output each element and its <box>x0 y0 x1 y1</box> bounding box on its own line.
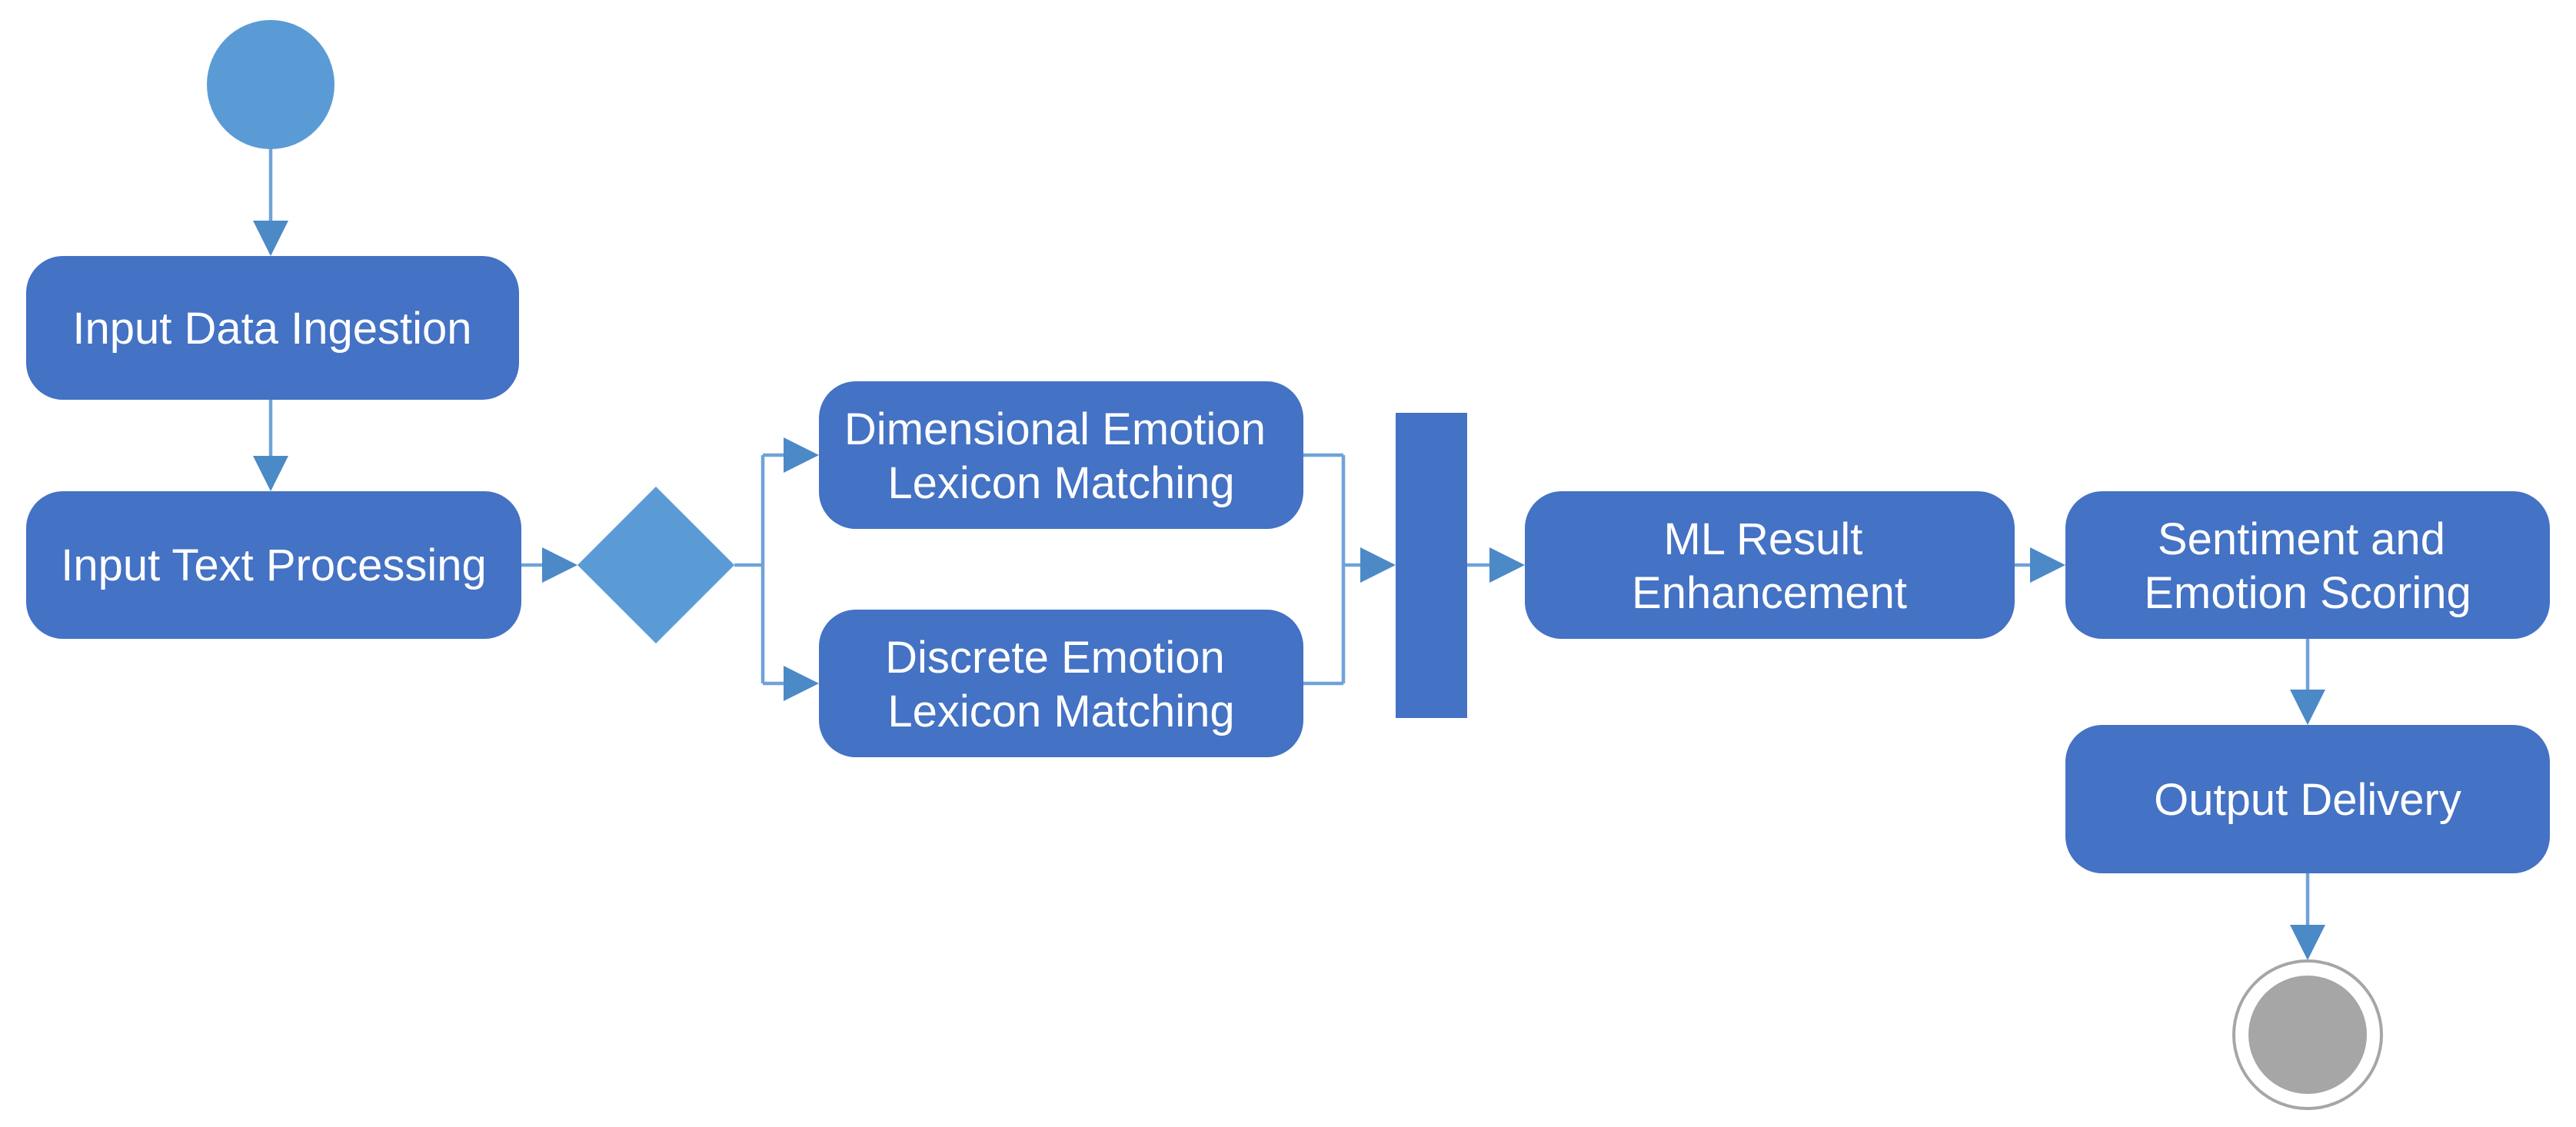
output-delivery-label: Output Delivery <box>2154 775 2461 825</box>
output-delivery-box <box>2065 725 2550 873</box>
dimensional-label-line2: Lexicon Matching <box>887 458 1234 508</box>
scoring-label-line2: Emotion Scoring <box>2144 568 2471 618</box>
arrowhead-into-ml <box>1489 547 1525 583</box>
scoring-label-line1: Sentiment and <box>2158 514 2445 564</box>
ml-result-label: ML Result Enhancement <box>1632 514 1907 618</box>
node-discrete-emotion-lexicon-matching: Discrete Emotion Lexicon Matching <box>819 610 1303 757</box>
arrowhead-into-output <box>2290 690 2325 725</box>
discrete-label: Discrete Emotion Lexicon Matching <box>885 633 1237 736</box>
discrete-label-line2: Lexicon Matching <box>887 687 1234 736</box>
dimensional-box <box>819 381 1303 529</box>
ml-result-label-line1: ML Result <box>1663 514 1862 564</box>
ml-result-box <box>1525 491 2015 639</box>
arrowhead-into-ingestion <box>253 221 288 256</box>
arrowhead-into-processing <box>253 456 288 491</box>
node-input-data-ingestion: Input Data Ingestion <box>26 256 519 400</box>
scoring-label: Sentiment and Emotion Scoring <box>2144 514 2471 618</box>
node-dimensional-emotion-lexicon-matching: Dimensional Emotion Lexicon Matching <box>819 381 1303 529</box>
arrowhead-into-end <box>2290 925 2325 960</box>
final-state-inner-circle <box>2248 976 2367 1094</box>
scoring-box <box>2065 491 2550 639</box>
dimensional-label-line1: Dimensional Emotion <box>844 404 1266 454</box>
node-ml-result-enhancement: ML Result Enhancement <box>1525 491 2015 639</box>
dimensional-label: Dimensional Emotion Lexicon Matching <box>844 404 1278 508</box>
arrowhead-into-discrete <box>784 666 819 701</box>
ml-result-label-line2: Enhancement <box>1632 568 1907 618</box>
input-data-ingestion-box <box>26 256 519 400</box>
arrowhead-into-decision <box>542 547 577 583</box>
start-node <box>207 20 334 149</box>
arrowheads <box>253 221 2325 960</box>
discrete-box <box>819 610 1303 757</box>
input-text-processing-label: Input Text Processing <box>61 540 486 590</box>
node-input-text-processing: Input Text Processing <box>26 491 521 639</box>
connector-lines <box>268 148 2310 927</box>
input-data-ingestion-label: Input Data Ingestion <box>72 304 471 354</box>
end-node <box>2232 959 2383 1110</box>
decision-diamond <box>577 487 734 643</box>
arrowhead-into-join <box>1360 547 1396 583</box>
node-output-delivery: Output Delivery <box>2065 725 2550 873</box>
discrete-label-line1: Discrete Emotion <box>885 633 1225 683</box>
join-synchronization-bar <box>1396 413 1467 718</box>
input-text-processing-box <box>26 491 521 639</box>
node-sentiment-emotion-scoring: Sentiment and Emotion Scoring <box>2065 491 2550 639</box>
join-node <box>1396 413 1467 718</box>
initial-state-circle <box>207 20 334 149</box>
arrowhead-into-scoring <box>2030 547 2065 583</box>
decision-node <box>577 487 734 643</box>
arrowhead-into-dimensional <box>784 437 819 473</box>
